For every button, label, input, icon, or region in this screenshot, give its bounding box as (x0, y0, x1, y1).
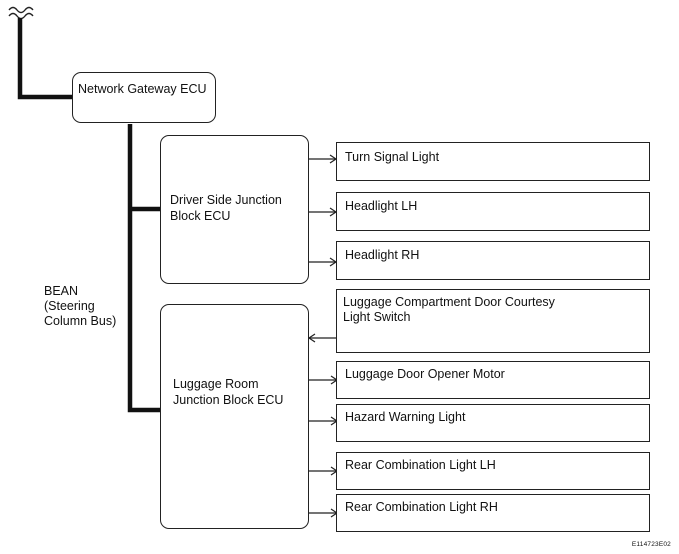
arrow-headlight-lh (308, 207, 338, 217)
bean-bus-label-line1: BEAN (44, 284, 79, 298)
figure-code: E114723E02 (631, 541, 671, 548)
output-label: Hazard Warning Light (345, 410, 466, 424)
arrow-turn-signal (308, 154, 338, 164)
driver-side-ecu-label-line2: Block ECU (170, 209, 231, 223)
driver-side-ecu-label: Driver Side Junction Block ECU (170, 192, 282, 224)
output-label: Rear Combination Light RH (345, 500, 498, 514)
line-break-symbol-2 (8, 12, 34, 20)
network-gateway-ecu-box: Network Gateway ECU (72, 72, 216, 123)
line-break-symbol (8, 6, 34, 14)
output-box-rear-combination-light-rh: Rear Combination Light RH (336, 494, 650, 532)
luggage-room-ecu-label-line2: Junction Block ECU (173, 393, 284, 407)
arrow-hazard (309, 416, 339, 426)
luggage-room-junction-block-ecu-box: Luggage Room Junction Block ECU (160, 304, 309, 529)
bean-bus-label: BEAN (Steering Column Bus) (44, 284, 116, 329)
output-label: Headlight LH (345, 199, 418, 213)
output-box-headlight-rh: Headlight RH (336, 241, 650, 280)
bean-bus-label-line3: Column Bus) (44, 314, 117, 328)
output-box-luggage-door-opener-motor: Luggage Door Opener Motor (336, 361, 650, 399)
input-box-courtesy-light-switch: Luggage Compartment Door Courtesy Light … (336, 289, 650, 353)
bean-bus-label-line2: (Steering (44, 299, 95, 313)
output-label: Rear Combination Light LH (345, 458, 496, 472)
output-label: Luggage Door Opener Motor (345, 367, 505, 381)
output-box-hazard-warning-light: Hazard Warning Light (336, 404, 650, 442)
output-box-headlight-lh: Headlight LH (336, 192, 650, 231)
arrow-rear-lh (309, 466, 339, 476)
luggage-room-ecu-label-line1: Luggage Room (173, 377, 259, 391)
output-label: Turn Signal Light (345, 150, 440, 164)
input-label: Luggage Compartment Door Courtesy Light … (343, 295, 555, 324)
output-label: Headlight RH (345, 248, 420, 262)
network-gateway-ecu-label: Network Gateway ECU (78, 82, 207, 96)
arrow-courtesy-switch (307, 333, 337, 343)
driver-side-ecu-label-line1: Driver Side Junction (170, 193, 282, 207)
bus-line-upper (17, 18, 72, 100)
bus-line-main (127, 124, 160, 413)
arrow-door-opener (309, 375, 339, 385)
luggage-room-ecu-label: Luggage Room Junction Block ECU (173, 376, 283, 408)
driver-side-junction-block-ecu-box: Driver Side Junction Block ECU (160, 135, 309, 284)
arrow-rear-rh (309, 508, 339, 518)
output-box-rear-combination-light-lh: Rear Combination Light LH (336, 452, 650, 490)
arrow-headlight-rh (308, 257, 338, 267)
output-box-turn-signal-light: Turn Signal Light (336, 142, 650, 181)
